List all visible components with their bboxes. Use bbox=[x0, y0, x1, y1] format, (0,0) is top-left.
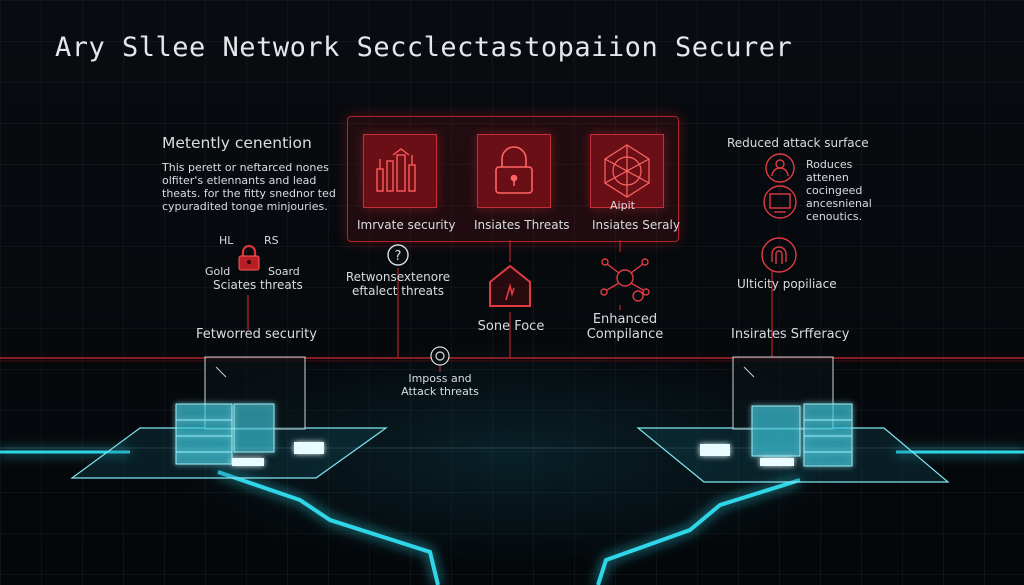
house-label: Sone Foce bbox=[477, 319, 545, 334]
fingerprint-icon bbox=[761, 237, 797, 273]
panel-tile-1[interactable] bbox=[363, 134, 437, 208]
panel-label-2: Insiates Threats bbox=[474, 218, 570, 232]
lock-label-bottom-left: Gold bbox=[205, 265, 231, 278]
lock-label-bottom-right: Soard bbox=[268, 265, 300, 278]
compliance-label: Enhanced Compilance bbox=[586, 312, 664, 342]
panel-tag-3: Aipit bbox=[610, 199, 635, 212]
left-heading: Metently cenention bbox=[162, 134, 312, 152]
right-desc: Roduces attenen cocingeed ancesnienal ce… bbox=[806, 158, 872, 223]
fingerprint-caption: Ulticity popiliace bbox=[737, 277, 837, 291]
right-heading: Reduced attack surface bbox=[727, 136, 869, 150]
red-lock-icon bbox=[238, 244, 260, 271]
lock-label-right: RS bbox=[264, 234, 279, 247]
panel-label-1: Imrvate security bbox=[357, 218, 456, 232]
question-caption: Retwonsextenore eftalect threats bbox=[345, 270, 451, 298]
right-platform bbox=[636, 356, 950, 483]
left-node-label: Fetworred security bbox=[196, 327, 317, 342]
bottom-caption: Imposs and Attack threats bbox=[401, 372, 479, 398]
server-rack-icon bbox=[376, 148, 416, 192]
house-shield-icon bbox=[489, 264, 531, 307]
lock-caption: Sciates threats bbox=[213, 278, 303, 292]
panel-label-3: Insiates Seraly bbox=[592, 218, 680, 232]
panel-tile-2[interactable] bbox=[477, 134, 551, 208]
svg-text:?: ? bbox=[395, 249, 402, 264]
globe-network-icon bbox=[604, 144, 650, 198]
left-platform bbox=[70, 356, 388, 479]
padlock-icon bbox=[495, 146, 533, 194]
page-title: Ary Sllee Network Secclectastopaiion Sec… bbox=[55, 32, 793, 63]
left-desc: This perett or neftarced nones olfiter's… bbox=[162, 161, 336, 213]
target-icon bbox=[430, 346, 450, 366]
right-icons bbox=[763, 153, 797, 219]
lock-label-left: HL bbox=[219, 234, 234, 247]
network-hub-icon bbox=[600, 258, 650, 302]
panel-tile-3[interactable] bbox=[590, 134, 664, 208]
question-icon: ? bbox=[387, 244, 409, 266]
right-node-label: Insirates Srfferacy bbox=[731, 327, 850, 342]
